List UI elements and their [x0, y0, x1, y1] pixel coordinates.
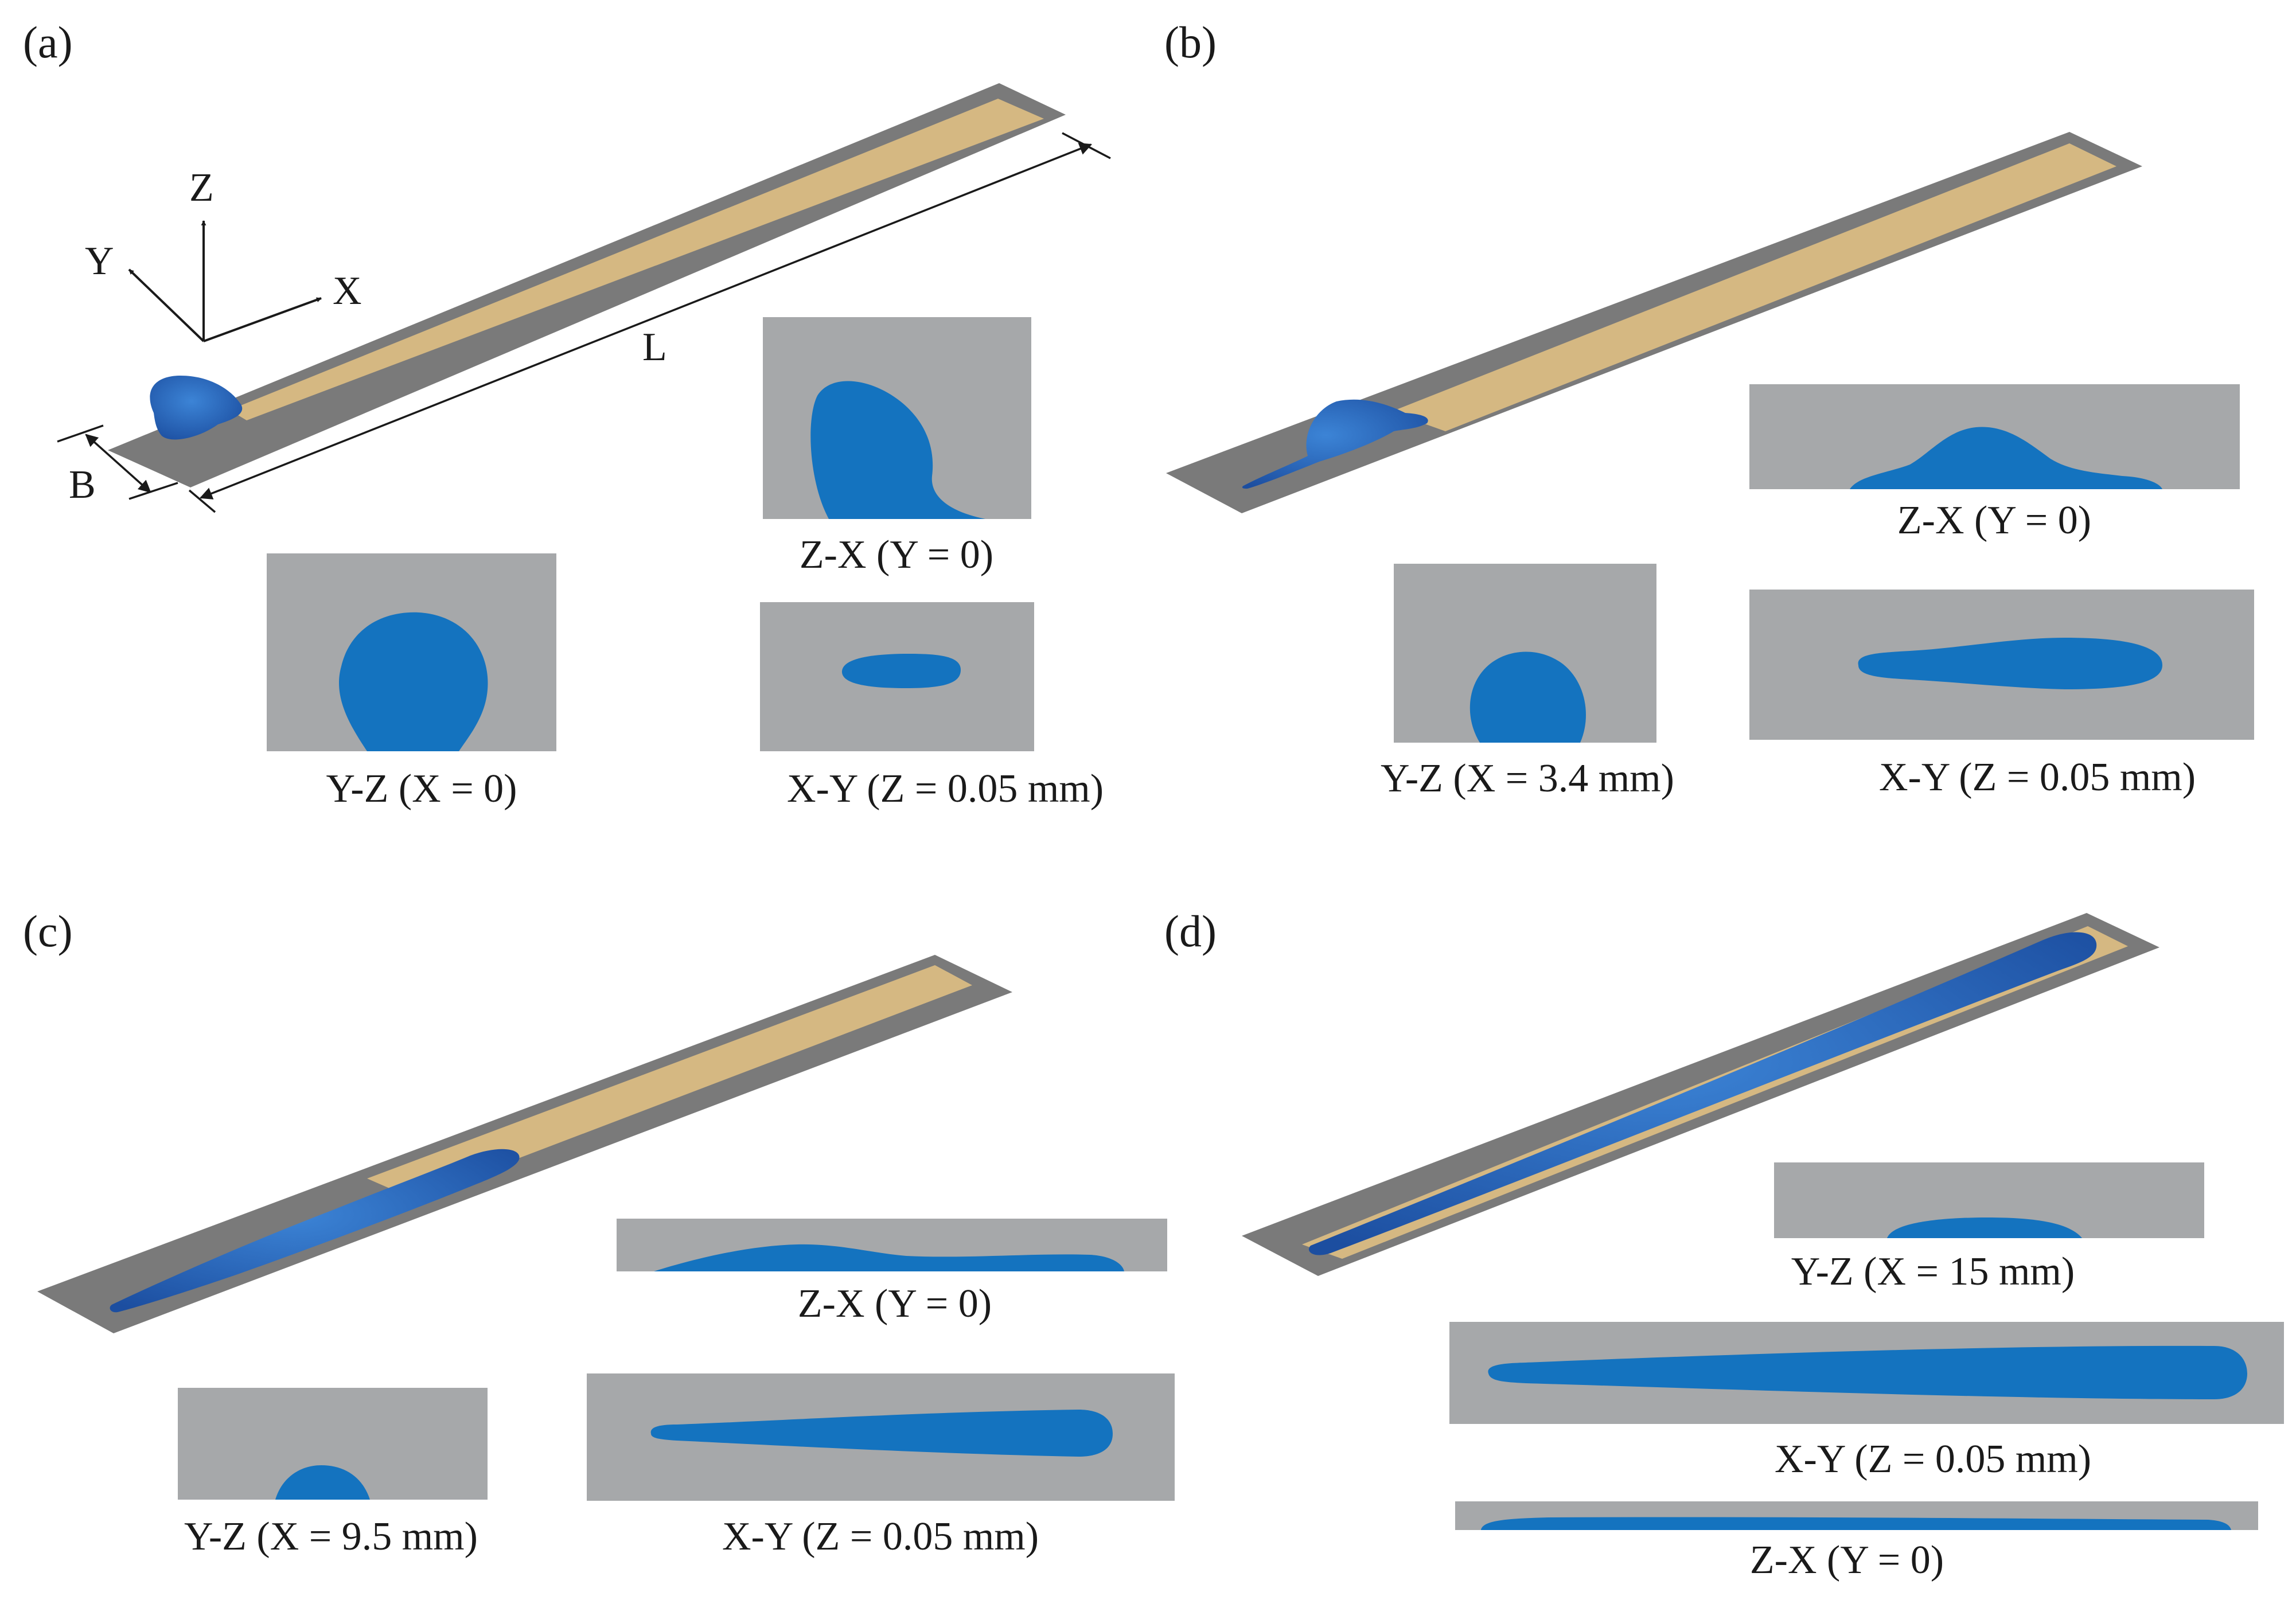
panel-a-caption-zx: Z-X (Y = 0) — [800, 533, 993, 577]
panel-a-caption-yz: Y-Z (X = 0) — [326, 767, 517, 811]
panel-c-caption-yz: Y-Z (X = 9.5 mm) — [184, 1515, 478, 1559]
dimension-length-label: L — [642, 325, 667, 369]
panel-b-caption-xy: X-Y (Z = 0.05 mm) — [1879, 755, 2196, 799]
panel-b-inset-yz — [1394, 564, 1656, 743]
panel-a-inset-yz — [267, 553, 556, 751]
panel-d: (d) Y-Z (X = 15 mm) X-Y (Z = 0.05 mm) Z-… — [1164, 906, 2284, 1582]
panel-d-caption-zx: Z-X (Y = 0) — [1750, 1538, 1944, 1582]
panel-d-droplet — [1308, 932, 2097, 1255]
panel-d-label: (d) — [1164, 906, 1217, 956]
panel-c-inset-zx — [617, 1219, 1167, 1271]
panel-c-channel — [367, 965, 972, 1199]
panel-b-inset-xy — [1749, 590, 2254, 740]
panel-c-caption-zx: Z-X (Y = 0) — [798, 1282, 992, 1326]
axis-z-label: Z — [189, 166, 214, 210]
panel-b: (b) Z-X (Y = 0) Y-Z (X = 3.4 mm) X-Y (Z … — [1164, 17, 2254, 801]
panel-a-label: (a) — [23, 17, 73, 67]
panel-c-droplet — [110, 1149, 520, 1313]
dimension-width-label: B — [69, 463, 96, 507]
panel-b-inset-zx — [1749, 384, 2240, 489]
panel-b-droplet — [1242, 399, 1428, 489]
panel-a-dimension-width: B — [57, 424, 178, 507]
panel-d-inset-yz — [1774, 1162, 2204, 1238]
panel-a-dimension-length: L — [188, 132, 1111, 513]
panel-b-caption-zx: Z-X (Y = 0) — [1897, 498, 2091, 543]
panel-c-label: (c) — [23, 906, 73, 956]
panel-a-inset-zx — [763, 317, 1031, 519]
panel-c: (c) Z-X (Y = 0) Y-Z (X = 9.5 mm) X-Y (Z … — [23, 906, 1175, 1559]
panel-c-inset-yz — [178, 1388, 488, 1500]
panel-b-caption-yz: Y-Z (X = 3.4 mm) — [1381, 756, 1674, 801]
panel-a-inset-xy — [760, 602, 1034, 751]
panel-d-inset-xy — [1449, 1322, 2284, 1424]
axis-y-label: Y — [85, 239, 114, 283]
panel-a: (a) Z Y X L B — [23, 17, 1111, 811]
panel-b-label: (b) — [1164, 17, 1217, 67]
panel-d-inset-zx — [1455, 1501, 2258, 1530]
panel-c-inset-xy — [587, 1373, 1175, 1501]
panel-d-caption-xy: X-Y (Z = 0.05 mm) — [1775, 1437, 2091, 1481]
panel-c-caption-xy: X-Y (Z = 0.05 mm) — [722, 1515, 1039, 1559]
panel-b-channel — [1391, 143, 2116, 431]
axis-x-label: X — [333, 269, 362, 313]
panel-d-caption-yz: Y-Z (X = 15 mm) — [1791, 1250, 2075, 1294]
panel-a-caption-xy: X-Y (Z = 0.05 mm) — [787, 767, 1104, 811]
panel-a-axes: Z Y X — [85, 166, 362, 342]
